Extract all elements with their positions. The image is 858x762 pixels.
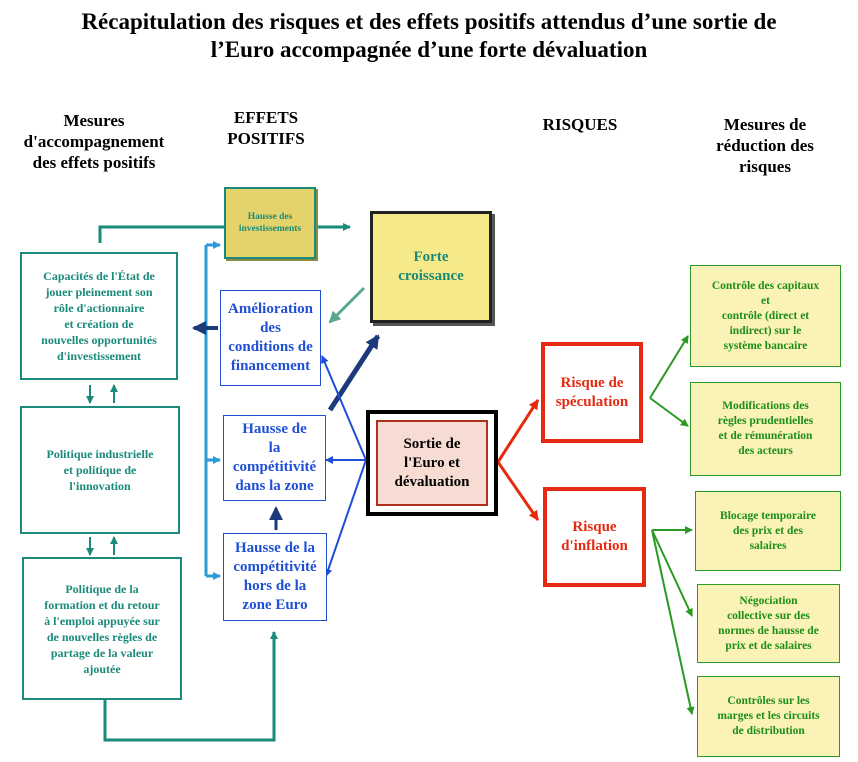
box-politique-formation: Politique de la formation et du retour à… bbox=[22, 557, 182, 700]
box-risque-speculation: Risque de spéculation bbox=[541, 342, 643, 443]
box-controle-capitaux: Contrôle des capitaux et contrôle (direc… bbox=[690, 265, 841, 367]
arrow-speculation-to-regles bbox=[649, 397, 689, 427]
header-mesures-accompagnement: Mesures d'accompagnement des effets posi… bbox=[23, 111, 165, 172]
arrow-sortie-to-inflation bbox=[496, 461, 540, 521]
arrow-competitivite-to-croissance bbox=[327, 334, 381, 412]
box-controles-marges: Contrôles sur les marges et les circuits… bbox=[697, 676, 840, 757]
arrow-inflation-to-negociation bbox=[651, 529, 693, 617]
header-mesures-reduction: Mesures de réduction des risques bbox=[716, 115, 814, 176]
box-competitivite-zone: Hausse de la compétitivité dans la zone bbox=[223, 415, 326, 501]
arrow-speculation-to-controle bbox=[649, 335, 689, 399]
arrow-inflation-to-controles bbox=[651, 529, 695, 715]
arrow-sortie-to-speculation bbox=[496, 399, 540, 463]
box-amelioration-financement: Amélioration des conditions de financeme… bbox=[220, 290, 321, 386]
title-line-1: Récapitulation des risques et des effets… bbox=[81, 9, 777, 34]
box-capacites-etat: Capacités de l'État de jouer pleinement … bbox=[20, 252, 178, 380]
box-sortie-euro: Sortie de l'Euro et dévaluation bbox=[376, 420, 488, 506]
box-sortie-euro-frame: Sortie de l'Euro et dévaluation bbox=[366, 410, 498, 516]
diagram-title: Récapitulation des risques et des effets… bbox=[0, 8, 858, 64]
box-hausse-investissements: Hausse des investissements bbox=[224, 187, 316, 259]
arrow-croissance-to-financement bbox=[328, 286, 366, 324]
arrow-sortie-to-hors-zone bbox=[324, 459, 367, 577]
header-effets-positifs: EFFETS POSITIFS bbox=[227, 108, 305, 148]
arrow-sortie-to-financement bbox=[321, 355, 367, 461]
box-risque-inflation: Risque d'inflation bbox=[543, 487, 646, 587]
header-risques: RISQUES bbox=[542, 115, 618, 134]
box-blocage-prix: Blocage temporaire des prix et des salai… bbox=[695, 491, 841, 571]
box-negociation-collective: Négociation collective sur des normes de… bbox=[697, 584, 840, 663]
arrow-formation-to-hors-zone bbox=[103, 631, 278, 742]
box-forte-croissance: Forte croissance bbox=[370, 211, 492, 323]
box-competitivite-hors-zone: Hausse de la compétitivité hors de la zo… bbox=[223, 533, 327, 621]
box-regles-prudentielles: Modifications des règles prudentielles e… bbox=[690, 382, 841, 476]
title-line-2: l’Euro accompagnée d’une forte dévaluati… bbox=[210, 37, 648, 62]
box-politique-industrielle: Politique industrielle et politique de l… bbox=[20, 406, 180, 534]
